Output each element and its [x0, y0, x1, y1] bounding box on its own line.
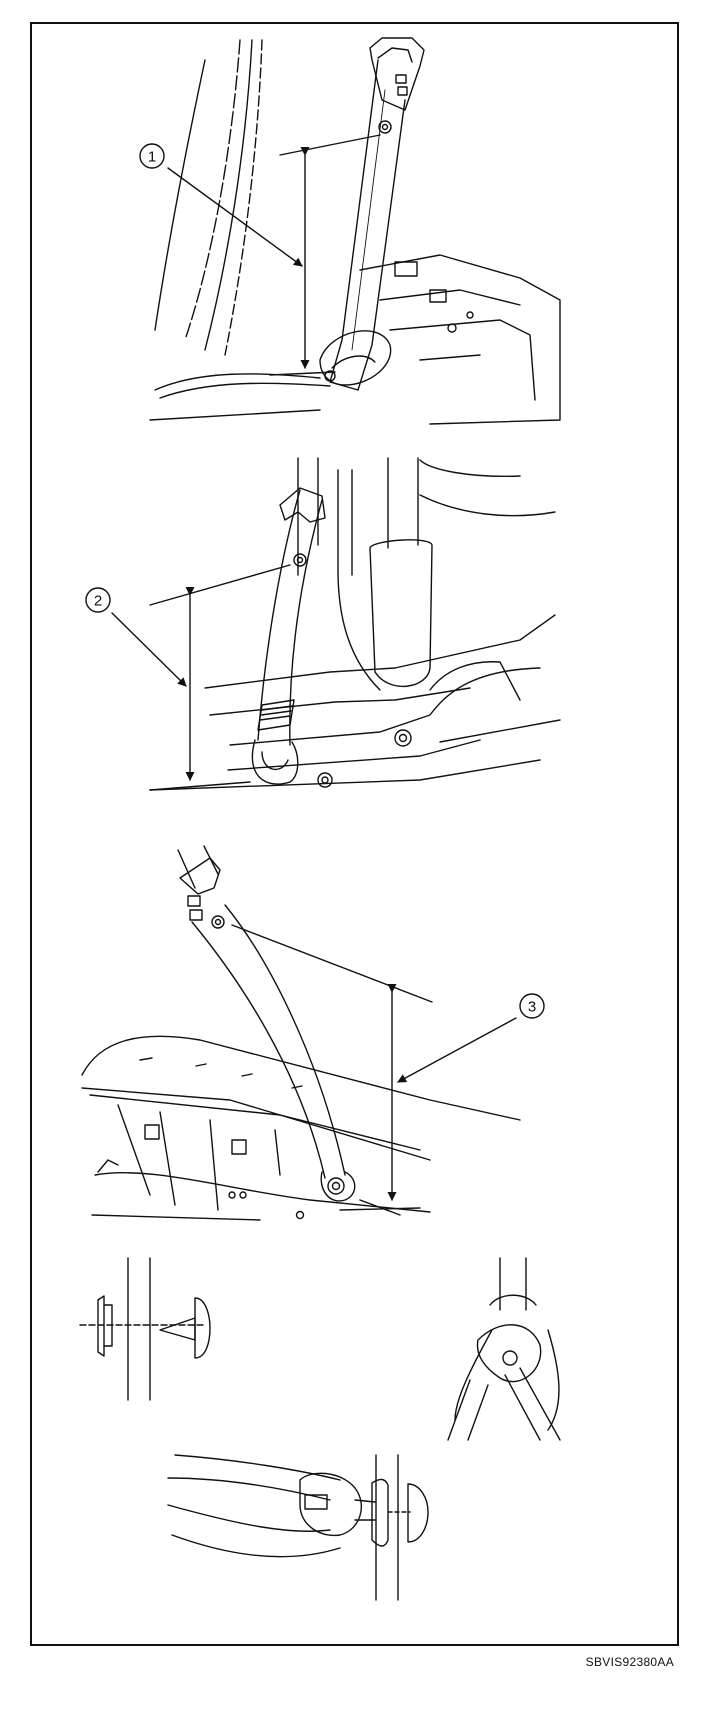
callout-2: 2: [85, 587, 187, 687]
callout-1: 1: [139, 143, 303, 267]
callout-1-label: 1: [148, 149, 156, 166]
callout-3: 3: [397, 993, 545, 1083]
panel-1-upper-anchor: [149, 37, 561, 425]
figure-frame: [30, 22, 679, 1646]
panel-2-mid-anchor: [149, 457, 561, 791]
panel-3-lower-anchor: [81, 845, 521, 1221]
figure-code: SBVIS92380AA: [585, 1655, 674, 1669]
panel-4-clip-removal: [79, 1257, 561, 1601]
callout-2-label: 2: [94, 593, 102, 610]
callout-3-label: 3: [528, 999, 536, 1016]
